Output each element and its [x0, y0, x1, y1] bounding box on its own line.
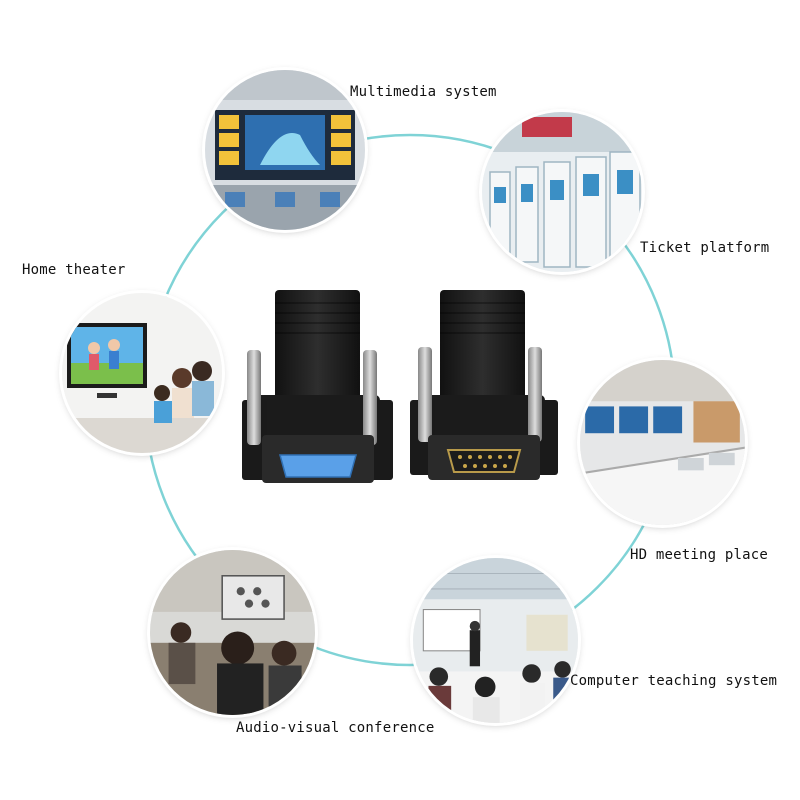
female-connector — [242, 290, 393, 483]
label-home-theater: Home theater — [22, 262, 126, 278]
label-multimedia-system: Multimedia system — [350, 84, 497, 100]
multimedia-system-scene — [205, 70, 365, 230]
label-computer-teaching-system: Computer teaching system — [570, 673, 778, 689]
home-theater-scene — [62, 293, 222, 453]
label-ticket-platform: Ticket platform — [640, 240, 770, 256]
male-connector — [410, 290, 558, 480]
audio-visual-conference-scene — [150, 550, 315, 715]
vga-rj45-adapters — [242, 290, 558, 483]
hd-meeting-scene — [580, 360, 745, 525]
label-audio-visual-conference: Audio-visual conference — [236, 720, 435, 736]
label-hd-meeting-place: HD meeting place — [630, 547, 769, 563]
computer-teaching-scene — [413, 558, 578, 723]
ticket-platform-scene — [482, 112, 642, 272]
